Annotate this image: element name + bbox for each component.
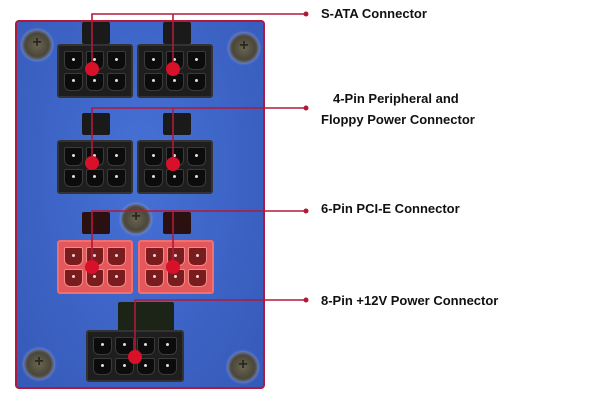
pcie-connector-2-latch <box>163 212 191 234</box>
peripheral-connector-2-latch <box>163 113 191 135</box>
eps-connector-latch <box>118 302 174 332</box>
pcie-arrow-tip <box>303 208 309 214</box>
pcie-dot-1 <box>85 260 99 274</box>
peripheral-dot-1 <box>85 156 99 170</box>
eps-label: 8-Pin +12V Power Connector <box>321 293 499 308</box>
sata-connector-2-latch <box>163 22 191 44</box>
peripheral-label-line1: 4-Pin Peripheral and <box>333 91 459 106</box>
pcie-connector-1-latch <box>82 212 110 234</box>
sata-connector-1-latch <box>82 22 110 44</box>
eps-dot <box>128 350 142 364</box>
screw-top-left <box>22 30 52 60</box>
pcie-label: 6-Pin PCI-E Connector <box>321 201 460 216</box>
sata-label: S-ATA Connector <box>321 6 427 21</box>
peripheral-arrow-tip <box>303 105 309 111</box>
pcie-dot-2 <box>166 260 180 274</box>
eps-arrow-tip <box>303 297 309 303</box>
peripheral-connector-1-latch <box>82 113 110 135</box>
screw-bottom-right <box>228 352 258 382</box>
peripheral-dot-2 <box>166 157 180 171</box>
sata-arrow-tip <box>303 11 309 17</box>
sata-dot-1 <box>85 62 99 76</box>
screw-bottom-left <box>24 349 54 379</box>
sata-dot-2 <box>166 62 180 76</box>
screw-top-right <box>229 33 259 63</box>
peripheral-label-line2: Floppy Power Connector <box>321 112 475 127</box>
screw-middle <box>121 204 151 234</box>
